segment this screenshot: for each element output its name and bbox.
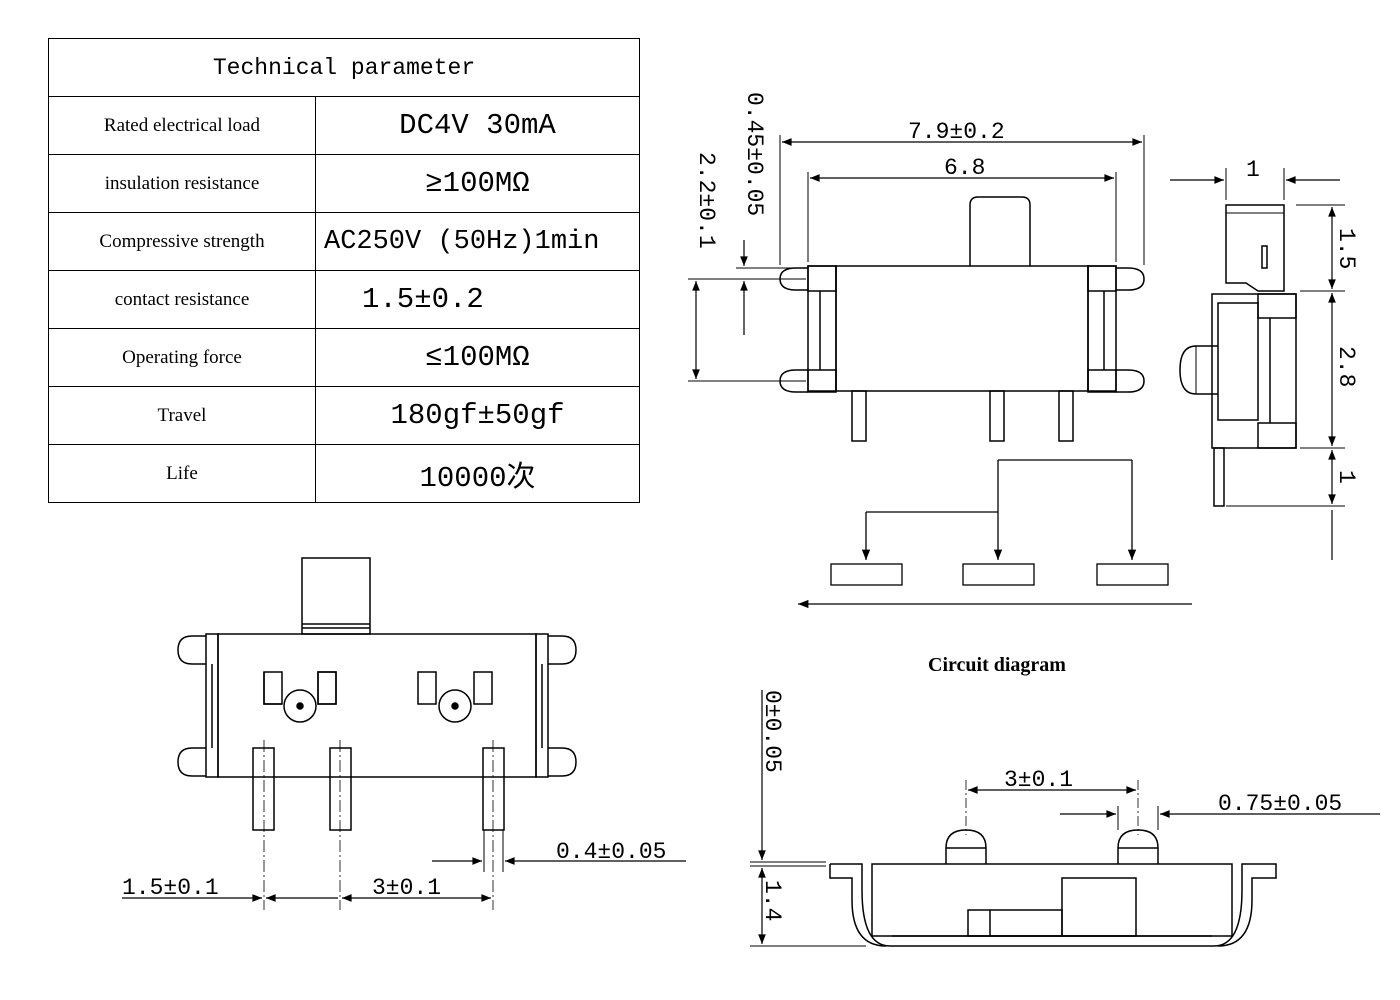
- dim-bump-width: 0.75±0.05: [1218, 791, 1342, 817]
- dim-height: 2.2±0.1: [693, 152, 719, 249]
- dim-side-3: 1: [1333, 470, 1359, 484]
- terminal: [329, 747, 352, 831]
- param-name: Compressive strength: [48, 212, 316, 271]
- circuit-terminal: [830, 563, 903, 586]
- dim-width-overall: 7.9±0.2: [908, 119, 1005, 145]
- circuit-terminal: [1096, 563, 1169, 586]
- table-row: contact resistance 1.5±0.2: [48, 270, 640, 329]
- profile-view: [750, 690, 1380, 947]
- circuit-diagram: [798, 459, 1192, 609]
- actuator-bump: [1179, 345, 1218, 395]
- switch-body: [217, 633, 537, 778]
- contact-bump: [945, 829, 987, 864]
- dim-flatness: 0±0.05: [759, 690, 785, 773]
- dim-width-body: 6.8: [944, 155, 985, 181]
- param-value: ≤100MΩ: [315, 328, 640, 387]
- table-title-row: Technical parameter: [48, 38, 640, 97]
- param-name: Life: [48, 444, 316, 503]
- param-name: contact resistance: [48, 270, 316, 329]
- dim-pin-offset: 0.45±0.05: [741, 92, 767, 216]
- dim-side-2: 2.8: [1333, 346, 1359, 387]
- terminal: [851, 390, 867, 442]
- front-view: [688, 135, 1145, 442]
- param-value: ≥100MΩ: [315, 154, 640, 213]
- param-name: Rated electrical load: [48, 96, 316, 155]
- circuit-terminal: [962, 563, 1035, 586]
- param-name: Operating force: [48, 328, 316, 387]
- dim-pitch-left: 1.5±0.1: [122, 875, 219, 901]
- param-value: DC4V 30mA: [315, 96, 640, 155]
- circuit-caption: Circuit diagram: [928, 654, 1066, 676]
- slider: [1061, 877, 1137, 937]
- dim-pin-width: 0.4±0.05: [556, 839, 666, 865]
- param-value: 180gf±50gf: [315, 386, 640, 445]
- technical-parameter-table: Technical parameter Rated electrical loa…: [48, 38, 640, 503]
- param-name: insulation resistance: [48, 154, 316, 213]
- side-view: [1170, 168, 1345, 560]
- terminal: [989, 390, 1005, 442]
- actuator: [969, 196, 1031, 266]
- param-value: 1.5±0.2: [315, 270, 640, 329]
- dim-bump-pitch: 3±0.1: [1004, 767, 1073, 793]
- param-value: 10000次: [315, 444, 640, 503]
- bottom-view: [122, 557, 686, 910]
- table-row: Operating force ≤100MΩ: [48, 328, 640, 387]
- table-row: Rated electrical load DC4V 30mA: [48, 96, 640, 155]
- table-row: Travel 180gf±50gf: [48, 386, 640, 445]
- actuator: [301, 557, 371, 635]
- table-title: Technical parameter: [48, 38, 640, 97]
- table-row: insulation resistance ≥100MΩ: [48, 154, 640, 213]
- terminal: [252, 747, 275, 831]
- dim-profile-height: 1.4: [759, 880, 785, 921]
- terminal: [1058, 390, 1074, 442]
- dim-top-width: 1: [1246, 157, 1260, 183]
- terminal: [482, 747, 505, 831]
- dim-side-1: 1.5: [1333, 228, 1359, 269]
- switch-body: [835, 265, 1089, 392]
- contact-bump: [1117, 829, 1159, 864]
- dim-pitch-right: 3±0.1: [372, 875, 441, 901]
- table-row: Life 10000次: [48, 444, 640, 503]
